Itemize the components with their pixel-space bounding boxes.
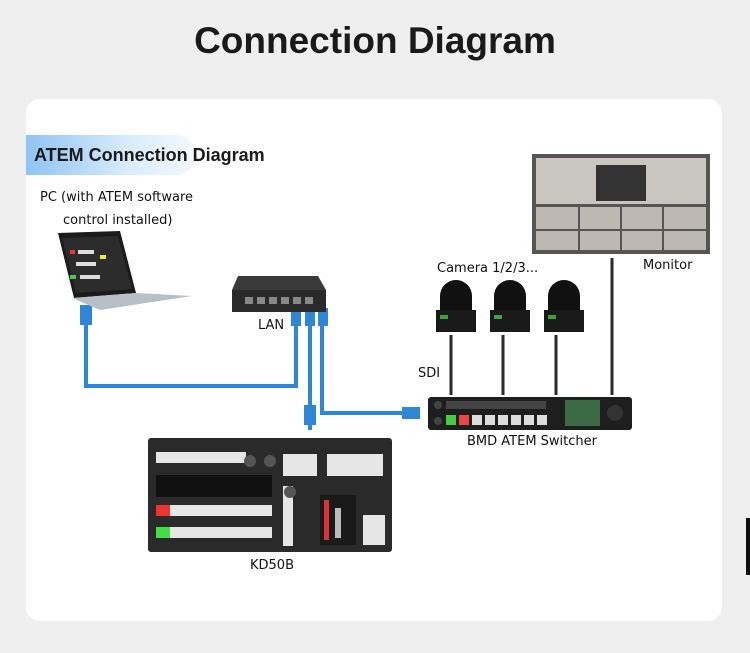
section-title: ATEM Connection Diagram (34, 145, 265, 165)
lan-cable-switch-to-atem (320, 322, 408, 415)
rj45-connector (291, 308, 301, 326)
lan-cable-pc-to-switch (84, 318, 298, 388)
monitor (532, 154, 710, 254)
rj45-connector (318, 308, 328, 326)
monitor-label: Monitor (643, 258, 693, 273)
controller-label: KD50B (250, 558, 294, 573)
ptz-camera-3 (544, 280, 584, 332)
lan-cables (84, 318, 408, 430)
network-switch (232, 276, 326, 312)
rj45-connector (305, 308, 315, 326)
lan-label: LAN (258, 318, 285, 333)
switcher-label: BMD ATEM Switcher (467, 434, 597, 449)
camera-label: Camera 1/2/3... (437, 261, 539, 276)
rj45-connector (304, 405, 316, 425)
kd50b-controller (148, 438, 392, 552)
sdi-cables (449, 258, 614, 395)
page-title: Connection Diagram (194, 20, 556, 61)
sdi-label: SDI (418, 366, 441, 381)
ptz-camera-2 (490, 280, 530, 332)
edge-marker (746, 518, 750, 575)
section-header-background (26, 135, 196, 175)
rj45-connector (402, 407, 420, 419)
atem-switcher (428, 397, 632, 430)
pc-label-line2: control installed) (63, 213, 173, 228)
laptop-pc (58, 231, 192, 310)
ptz-camera-1 (436, 280, 476, 332)
rj45-connector (80, 305, 92, 325)
pc-label-line1: PC (with ATEM software (40, 190, 194, 205)
